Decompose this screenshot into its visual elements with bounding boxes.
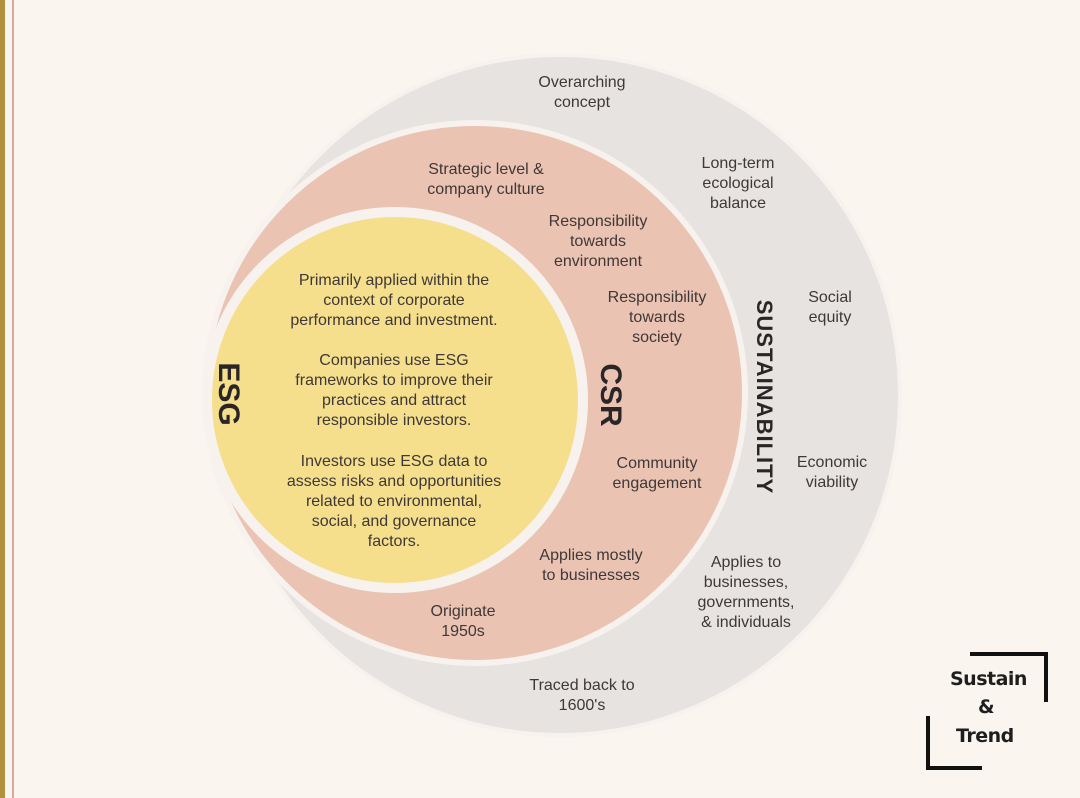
left-border-rose: [12, 0, 14, 798]
logo-corner-top-right: [970, 652, 1048, 702]
logo-line-ampersand: &: [978, 696, 995, 718]
sustainability-note-overarching: Overarching concept: [538, 74, 626, 111]
esg-paragraph-investors: Investors use ESG data to assess risks a…: [286, 453, 502, 550]
left-border-gold: [0, 0, 5, 798]
sustainability-note-economic: Economic viability: [796, 454, 868, 491]
esg-circle: [202, 207, 588, 593]
csr-note-applies: Applies mostly to businesses: [539, 547, 643, 584]
sustainability-note-applies: Applies to businesses, governments, & in…: [697, 554, 795, 631]
csr-note-society: Responsibility towards society: [607, 289, 707, 346]
sustainability-note-origin: Traced back to 1600's: [529, 677, 635, 714]
sustain-and-trend-logo: Sustain & Trend: [926, 652, 1048, 770]
csr-note-community: Community engagement: [612, 455, 702, 492]
esg-paragraph-companies: Companies use ESG frameworks to improve …: [295, 352, 493, 429]
logo-line-trend: Trend: [956, 725, 1014, 747]
esg-title: ESG: [212, 362, 245, 426]
logo-corner-bottom-left: [926, 716, 982, 770]
sustainability-note-ecological: Long-term ecological balance: [701, 155, 775, 212]
esg-paragraph-scope: Primarily applied within the context of …: [290, 272, 498, 329]
csr-title: CSR: [594, 363, 627, 427]
csr-note-environment: Responsibility towards environment: [548, 213, 648, 270]
csr-note-strategic: Strategic level & company culture: [427, 161, 545, 198]
sustainability-note-social: Social equity: [808, 289, 852, 326]
sustainability-title: SUSTAINABILITY: [752, 299, 777, 495]
logo-line-sustain: Sustain: [950, 668, 1027, 690]
csr-note-origin: Originate 1950s: [430, 603, 496, 640]
